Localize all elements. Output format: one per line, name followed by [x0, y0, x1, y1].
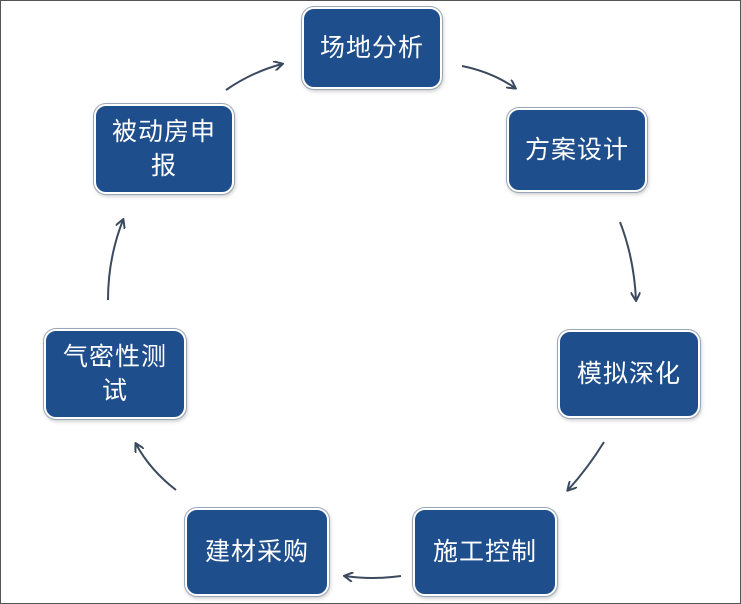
node-model-deepening: 模拟深化	[558, 330, 700, 418]
arrow-passive-to-site	[225, 64, 282, 91]
node-material-procurement: 建材采购	[185, 508, 329, 596]
node-label: 场地分析	[319, 33, 424, 62]
node-construction-control: 施工控制	[413, 508, 557, 596]
node-scheme-design: 方案设计	[507, 108, 647, 192]
node-label: 被动房申报	[111, 117, 216, 180]
node-label: 模拟深化	[576, 359, 681, 388]
arrow-material-to-airtight	[136, 444, 177, 491]
arrow-scheme-to-model	[619, 221, 636, 300]
arrow-model-to-construction	[568, 441, 605, 490]
arrow-site-to-scheme	[461, 65, 515, 88]
node-passive-house-application: 被动房申报	[94, 104, 234, 194]
node-label: 方案设计	[524, 135, 629, 164]
node-site-analysis: 场地分析	[302, 7, 442, 89]
node-label: 建材采购	[204, 537, 309, 566]
node-label: 施工控制	[432, 537, 537, 566]
arrow-airtight-to-passive	[107, 220, 123, 301]
arrow-construction-to-material	[345, 576, 402, 578]
node-airtightness-test: 气密性测试	[44, 329, 186, 419]
node-label: 气密性测试	[62, 342, 167, 405]
